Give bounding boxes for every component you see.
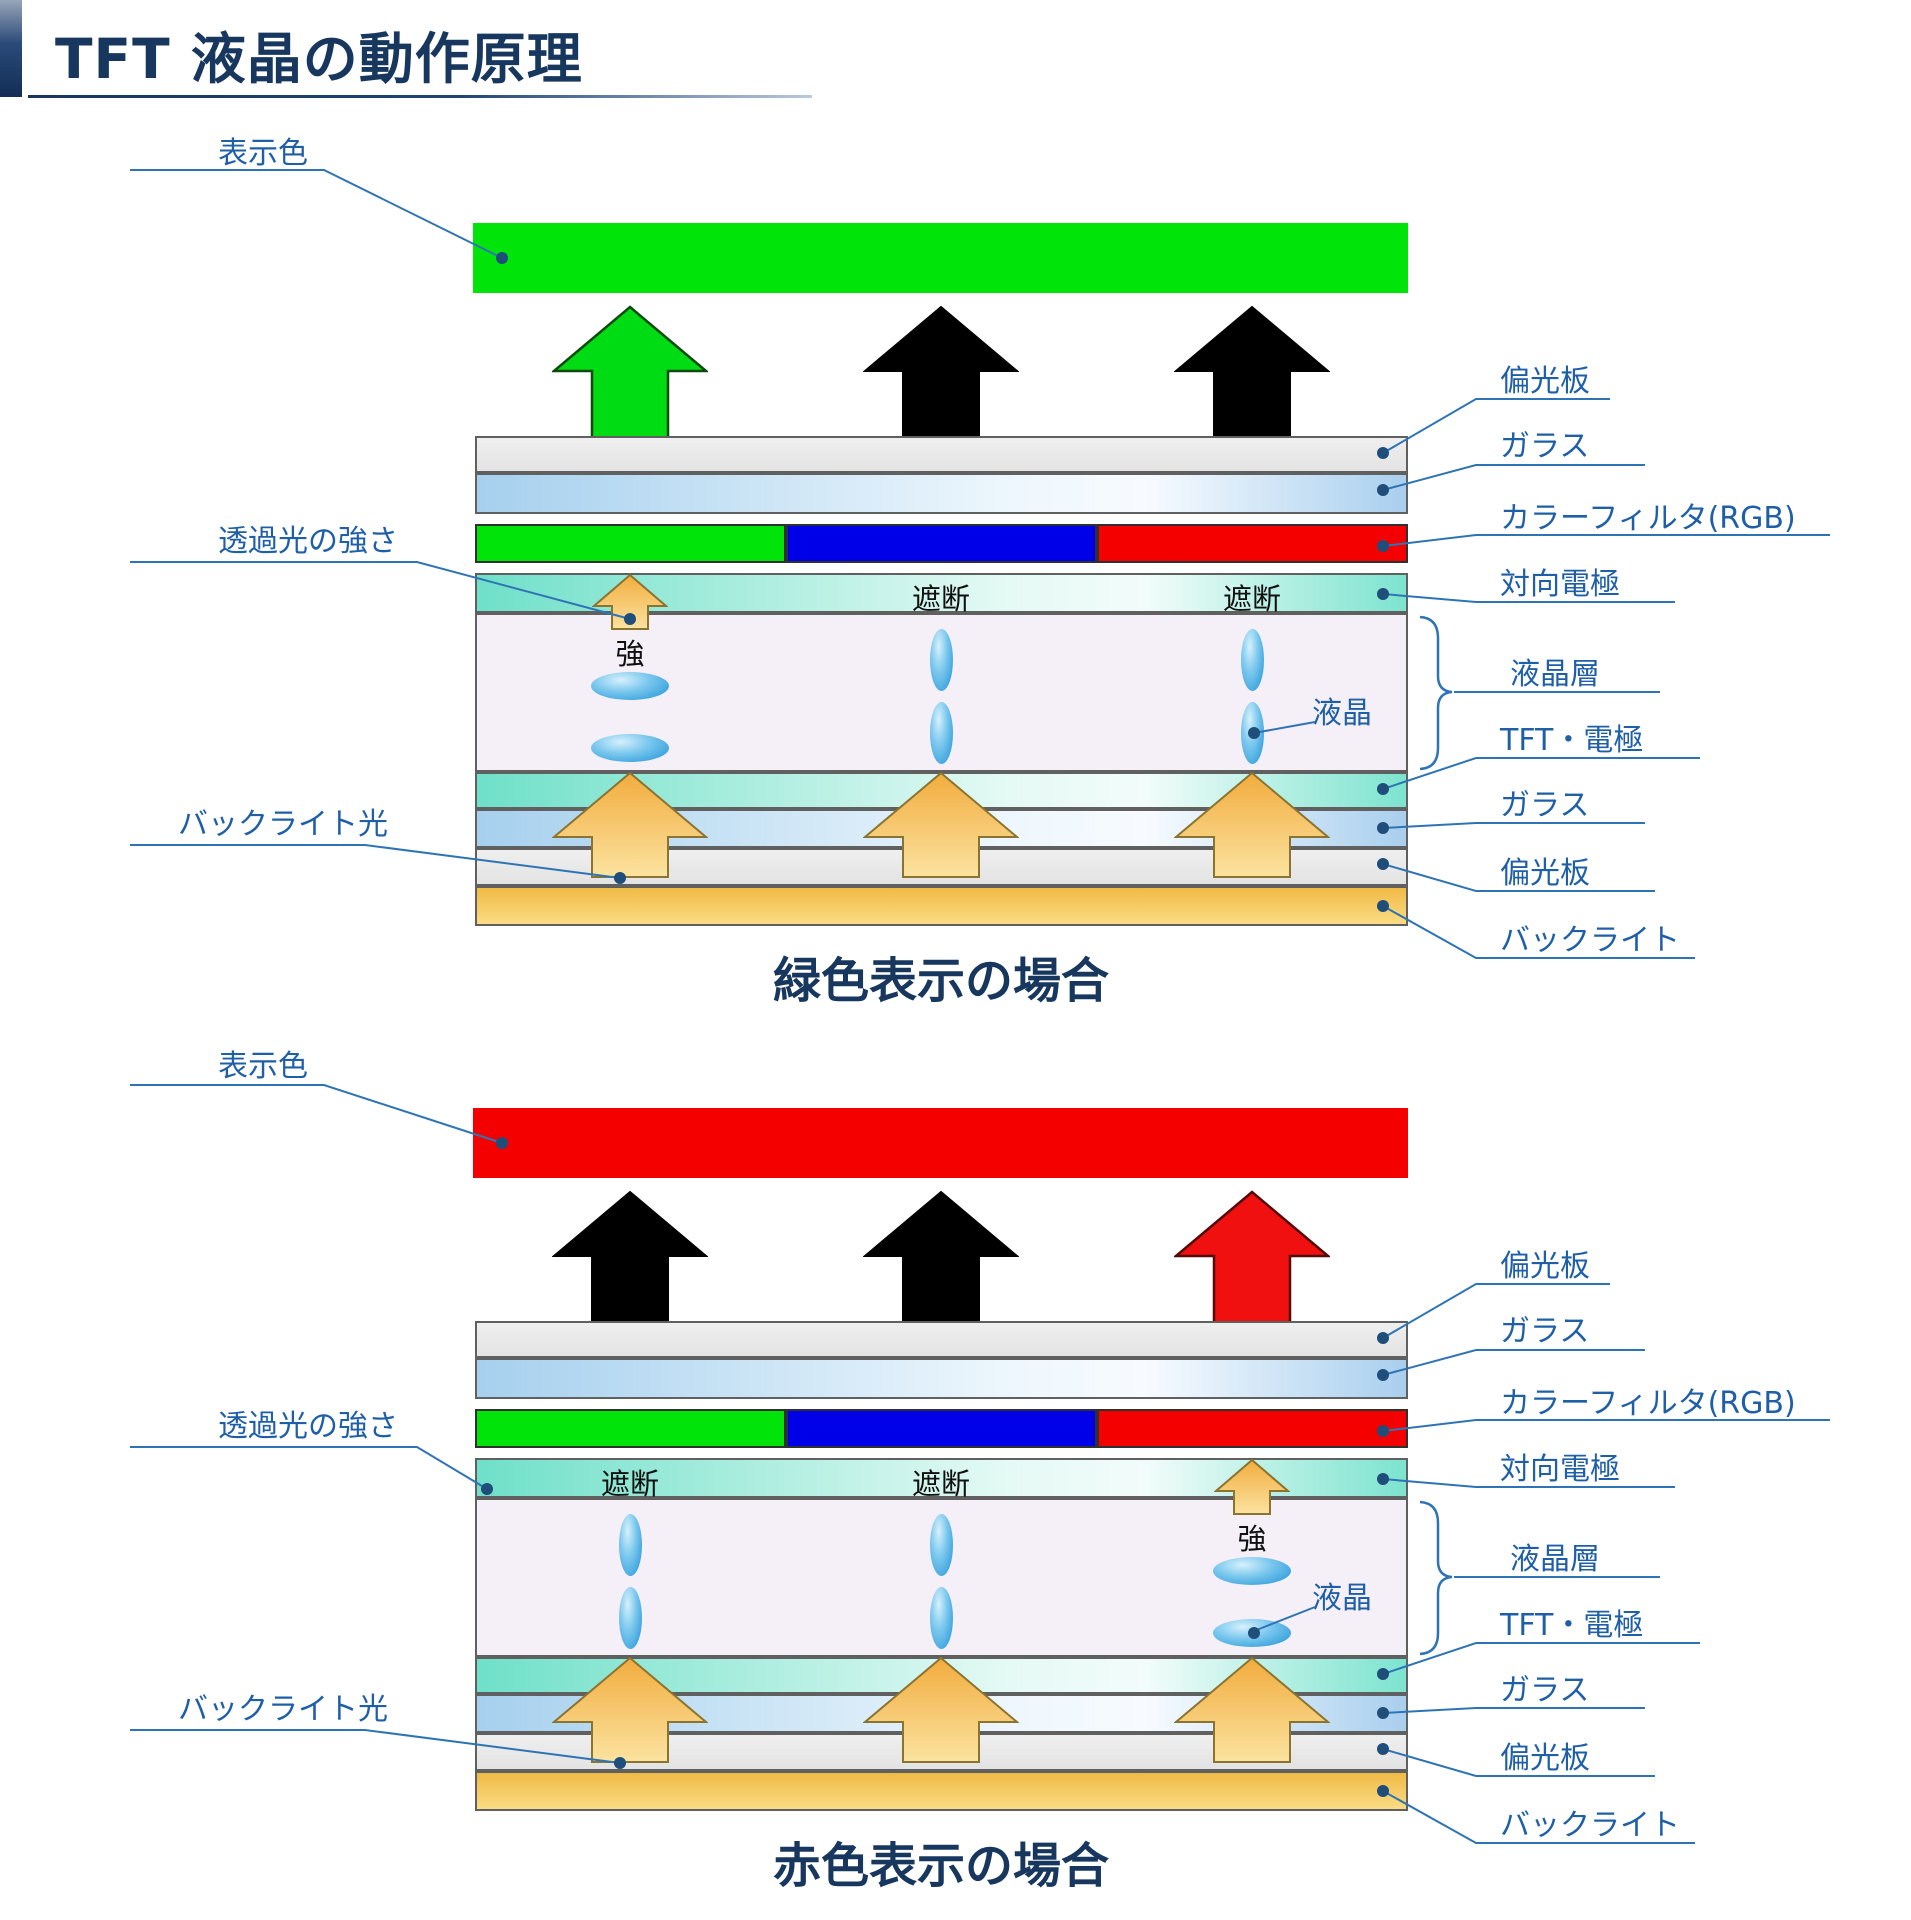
lc-molecule-horizontal (1213, 1557, 1291, 1585)
label-glass: ガラス (1500, 1673, 1590, 1708)
annotation-blocked: 遮断 (911, 1467, 970, 1501)
label-tft-electrode: TFT・電極 (1500, 723, 1644, 758)
leader-transmitted-light (130, 1446, 488, 1490)
label-tft-electrode: TFT・電極 (1500, 1608, 1644, 1643)
leader-display-color (130, 1084, 503, 1144)
lc-molecule-vertical (930, 702, 953, 764)
lc-molecule-vertical (1241, 702, 1264, 764)
lc-layer-brace (1419, 1500, 1453, 1656)
label-transmitted-light: 透過光の強さ (218, 524, 398, 559)
label-backlight-light: バックライト光 (178, 807, 388, 842)
backlight-arrow (552, 772, 708, 878)
color-filter-red (1097, 524, 1408, 563)
annotation-blocked: 遮断 (1222, 582, 1281, 616)
layer-polarizer-top (475, 1321, 1408, 1358)
color-filter-green (475, 1409, 786, 1448)
annotation-strong: 強 (1237, 1522, 1267, 1556)
label-backlight: バックライト (1500, 923, 1680, 958)
label-counter-electrode: 対向電極 (1500, 567, 1620, 602)
color-filter-red (1097, 1409, 1408, 1448)
label-backlight-light: バックライト光 (178, 1692, 388, 1727)
lc-molecule-horizontal (1213, 1619, 1291, 1647)
label-polarizer: 偏光板 (1500, 856, 1590, 891)
title-accent-bar (0, 0, 22, 97)
label-polarizer: 偏光板 (1500, 364, 1590, 399)
label-color-filter: カラーフィルタ(RGB) (1500, 501, 1796, 536)
label-backlight: バックライト (1500, 1808, 1680, 1843)
title-underline (28, 95, 812, 98)
label-color-filter: カラーフィルタ(RGB) (1500, 1386, 1796, 1421)
layer-glass-top (475, 1358, 1408, 1399)
leader-glass (1382, 464, 1645, 491)
lc-molecule-horizontal (591, 734, 669, 762)
color-filter-green (475, 524, 786, 563)
label-lc-layer: 液晶層 (1510, 1542, 1600, 1577)
display-color-bar-red (473, 1108, 1408, 1178)
page-title: TFT 液晶の動作原理 (55, 27, 583, 91)
backlight-arrow (1174, 772, 1330, 878)
layer-backlight (475, 886, 1408, 926)
label-polarizer: 偏光板 (1500, 1741, 1590, 1776)
label-polarizer: 偏光板 (1500, 1249, 1590, 1284)
label-counter-electrode: 対向電極 (1500, 1452, 1620, 1487)
label-glass: ガラス (1500, 1314, 1590, 1349)
layer-polarizer-top (475, 436, 1408, 473)
lc-molecule-vertical (930, 1587, 953, 1649)
backlight-arrow (863, 772, 1019, 878)
lc-layer-brace (1419, 615, 1453, 771)
layer-backlight (475, 1771, 1408, 1811)
lc-molecule-horizontal (591, 672, 669, 700)
label-transmitted-light: 透過光の強さ (218, 1409, 398, 1444)
backlight-arrow (1174, 1657, 1330, 1763)
lc-molecule-vertical (930, 1514, 953, 1576)
display-color-bar-green (473, 223, 1408, 293)
lc-molecule-vertical (619, 1514, 642, 1576)
lc-molecule-vertical (1241, 629, 1264, 691)
leader-display-color (130, 169, 503, 259)
label-glass: ガラス (1500, 788, 1590, 823)
label-glass: ガラス (1500, 429, 1590, 464)
layer-glass-top (475, 473, 1408, 514)
label-display-color: 表示色 (218, 1049, 308, 1084)
annotation-blocked: 遮断 (911, 582, 970, 616)
annotation-strong: 強 (615, 637, 645, 671)
backlight-arrow (552, 1657, 708, 1763)
backlight-arrow (863, 1657, 1019, 1763)
transmitted-light-arrow (592, 574, 668, 630)
lc-molecule-vertical (619, 1587, 642, 1649)
annotation-blocked: 遮断 (600, 1467, 659, 1501)
leader-glass (1382, 1349, 1645, 1376)
transmitted-light-arrow (1214, 1459, 1290, 1515)
caption-green-case: 緑色表示の場合 (772, 953, 1109, 1009)
label-display-color: 表示色 (218, 136, 308, 171)
label-lc-layer: 液晶層 (1510, 657, 1600, 692)
lc-molecule-vertical (930, 629, 953, 691)
label-liquid-crystal: 液晶 (1312, 1581, 1372, 1616)
color-filter-blue (786, 524, 1097, 563)
caption-red-case: 赤色表示の場合 (772, 1838, 1109, 1894)
color-filter-blue (786, 1409, 1097, 1448)
label-liquid-crystal: 液晶 (1312, 696, 1372, 731)
